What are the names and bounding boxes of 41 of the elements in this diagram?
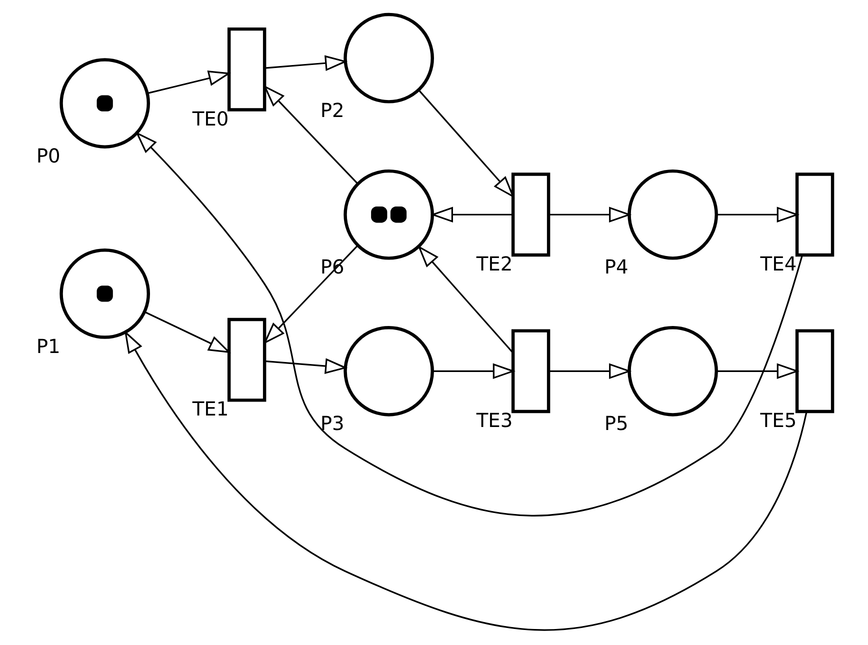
arrow xyxy=(264,55,348,72)
node-circle xyxy=(628,169,718,260)
arrow xyxy=(716,206,800,223)
node-label: TE0 xyxy=(192,107,229,130)
node-label: TE3 xyxy=(476,408,513,432)
arrow xyxy=(548,363,632,380)
node-circle xyxy=(344,326,434,416)
node-label: TE1 xyxy=(192,398,229,421)
node-label: TE5 xyxy=(760,408,797,432)
node-label: P4 xyxy=(604,256,628,279)
arrow xyxy=(418,245,514,354)
arrow xyxy=(263,244,358,344)
arrow xyxy=(147,70,232,94)
node-label: P2 xyxy=(320,99,344,122)
node-label: TE2 xyxy=(476,252,513,276)
node-circle xyxy=(60,58,150,148)
arrow xyxy=(263,84,358,184)
node-box xyxy=(795,329,834,414)
arrow xyxy=(430,206,514,223)
arrow xyxy=(124,330,808,631)
node-box xyxy=(511,172,550,257)
arrow xyxy=(418,90,515,198)
node-circle xyxy=(344,12,434,104)
node-label: TE4 xyxy=(760,252,797,276)
node-box xyxy=(227,318,266,402)
node-circle xyxy=(60,248,150,339)
arrow xyxy=(432,363,516,380)
node-label: P0 xyxy=(36,144,60,168)
node-box xyxy=(795,172,834,257)
arrow xyxy=(264,358,348,374)
arrow xyxy=(135,131,803,516)
node-box xyxy=(511,329,550,414)
node-box xyxy=(227,27,266,112)
node-circle xyxy=(628,326,718,416)
node-label: P1 xyxy=(36,334,60,358)
arrow xyxy=(716,363,800,380)
node-circle xyxy=(344,169,434,260)
arrow xyxy=(548,206,632,223)
arrow xyxy=(144,311,232,354)
node-label: P5 xyxy=(604,412,628,436)
node-label: P3 xyxy=(320,412,344,436)
